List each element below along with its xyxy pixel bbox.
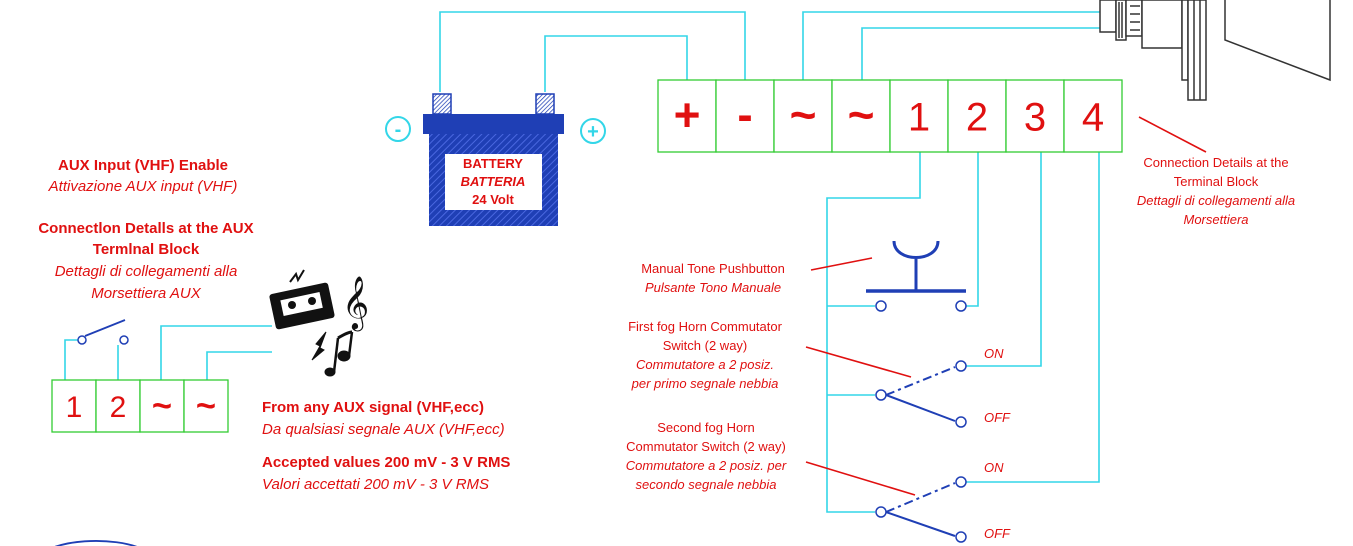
main-terminal-cell: [1005, 79, 1065, 153]
main-terminal-label: 1: [908, 95, 930, 139]
battery-label-panel: [445, 154, 542, 210]
wire-battery-minus: [439, 11, 746, 92]
battery-minus-icon: [385, 116, 411, 142]
aux-terminal-label: ~: [196, 387, 216, 425]
aux-signal-accepted: Accepted values 200 mV - 3 V RMS: [262, 454, 510, 471]
switch-2-on: ON: [984, 460, 1004, 475]
aux-connection-title-2: Termlnal Block: [93, 241, 200, 258]
main-connection-l3: Dettagli di collegamenti alla: [1137, 193, 1295, 208]
labels: AUX Input (VHF) Enable Attivazione AUX i…: [38, 155, 1295, 541]
aux-terminal-cell: [139, 379, 185, 433]
switch-2-l2: Commutator Switch (2 way): [626, 439, 786, 454]
main-terminal-cell: [773, 79, 833, 153]
switch-2-l1: Second fog Horn: [657, 420, 755, 435]
main-terminal-label: 3: [1024, 95, 1046, 139]
battery-label-1: BATTERY: [463, 156, 523, 171]
main-connection-l2: Terminal Block: [1174, 174, 1259, 189]
wires: [64, 11, 1100, 513]
wire-horn-1: [802, 11, 1100, 80]
switch-1-off: OFF: [984, 410, 1011, 425]
pushbutton-label: Manual Tone Pushbutton: [641, 261, 785, 276]
switch-2-l4: secondo segnale nebbia: [636, 477, 777, 492]
wire-terminal-1: [826, 152, 921, 513]
switch-1-l3: Commutatore a 2 posiz.: [636, 357, 774, 372]
cassette-icon: [269, 269, 335, 330]
wire-aux-3: [160, 325, 272, 380]
battery-label-2: BATTERIA: [461, 174, 526, 189]
horn-icon: [1099, 0, 1331, 101]
treble-clef-icon: 𝄞: [342, 276, 369, 331]
aux-signal-accepted-it: Valori accettati 200 mV - 3 V RMS: [262, 476, 489, 493]
aux-connection-it-2: Morsettiera AUX: [91, 285, 201, 302]
main-terminal-label: 2: [966, 95, 988, 139]
aux-signal-from-it: Da qualsiasi segnale AUX (VHF,ecc): [262, 421, 505, 438]
aux-signal-from: From any AUX signal (VHF,ecc): [262, 399, 484, 416]
battery-post-minus: [432, 93, 452, 115]
battery-lid: [423, 114, 564, 134]
main-terminal-label: ~: [848, 88, 875, 140]
wire-aux-1: [64, 339, 80, 380]
main-terminal-cell: [947, 79, 1007, 153]
main-terminal-cell: [1063, 79, 1123, 153]
leader-lines: [805, 116, 1207, 496]
switch-1-l4: per primo segnale nebbia: [631, 376, 779, 391]
aux-enable-title: AUX Input (VHF) Enable: [58, 157, 228, 174]
switch-1-l1: First fog Horn Commutator: [628, 319, 783, 334]
wire-aux-4: [206, 351, 272, 380]
battery-post-plus: [535, 93, 555, 115]
battery-plus-icon: [580, 118, 606, 144]
pushbutton-icon: [866, 240, 967, 312]
main-terminal-label: 4: [1082, 95, 1104, 139]
wire-battery-plus: [544, 35, 688, 92]
main-connection-l1: Connection Details at the: [1143, 155, 1288, 170]
main-connection-l4: Morsettiera: [1183, 212, 1248, 227]
battery-plus-symbol: +: [587, 121, 599, 143]
switch-1-l2: Switch (2 way): [663, 338, 748, 353]
switch-1-on: ON: [984, 346, 1004, 361]
aux-terminal-cell: [95, 379, 141, 433]
aux-connection-title-1: Connectlon Detalls at the AUX: [38, 220, 253, 237]
aux-terminal-cell: [183, 379, 229, 433]
wire-terminal-4: [966, 152, 1100, 483]
main-terminal-label: ~: [790, 88, 817, 140]
logo-circle-partial: [54, 540, 138, 546]
wire-terminal-3: [966, 152, 1042, 367]
music-notes-icon: [311, 330, 354, 377]
switch-2-l3: Commutatore a 2 posiz. per: [626, 458, 787, 473]
main-terminal-label: -: [737, 88, 752, 140]
battery: BATTERY BATTERIA 24 Volt - +: [385, 93, 606, 226]
wire-horn-2: [861, 27, 1100, 80]
battery-minus-symbol: -: [395, 119, 402, 141]
wire-terminal-2: [966, 152, 979, 307]
switch-2-off: OFF: [984, 526, 1011, 541]
battery-label-3: 24 Volt: [472, 192, 514, 207]
aux-terminal-label: ~: [152, 387, 172, 425]
aux-enable-title-it: Attivazione AUX input (VHF): [48, 178, 238, 195]
pushbutton-label-it: Pulsante Tono Manuale: [645, 280, 781, 295]
aux-switch-icon: [77, 319, 129, 345]
switch-2-icon: [875, 476, 967, 543]
switch-1-icon: [875, 360, 967, 428]
aux-terminal-label: 1: [66, 391, 83, 424]
aux-terminal-label: 2: [110, 391, 127, 424]
svg-text:𝄞: 𝄞: [342, 276, 369, 331]
main-terminal-label: +: [674, 88, 701, 140]
aux-connection-it-1: Dettagli di collegamenti alla: [55, 263, 238, 280]
